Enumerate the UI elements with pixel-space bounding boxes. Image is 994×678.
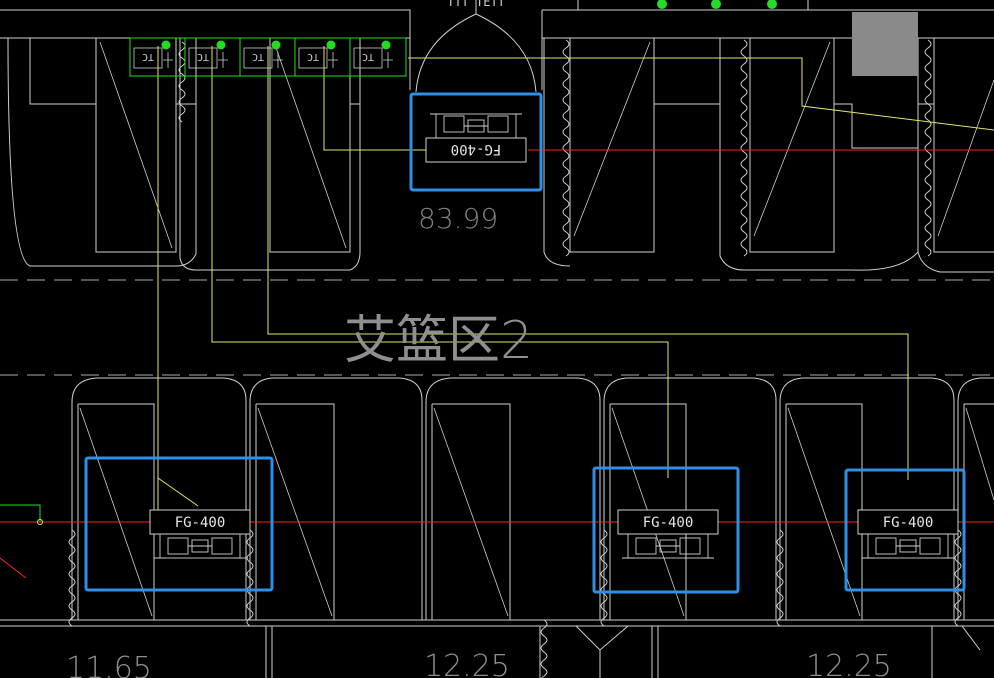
spring-symbol bbox=[740, 39, 748, 257]
unit-motor-left bbox=[443, 115, 465, 133]
panel-cell-box bbox=[133, 47, 163, 69]
panel-cell-box bbox=[188, 47, 218, 69]
unit-body bbox=[862, 533, 954, 559]
unit-model-label: FG-400 bbox=[451, 141, 502, 157]
unit-housing bbox=[627, 533, 709, 559]
unit-housing bbox=[159, 533, 241, 559]
panel-cell-label: TC bbox=[252, 51, 264, 62]
spring-symbol bbox=[178, 41, 186, 123]
panel-cell-box bbox=[243, 47, 273, 69]
panel-sensor-symbol bbox=[328, 52, 338, 68]
unit-motor-left bbox=[635, 537, 657, 555]
unit-body bbox=[622, 533, 714, 559]
unit-model-label: FG-400 bbox=[883, 515, 934, 531]
unit-motor-right bbox=[679, 537, 701, 555]
spring-symbol bbox=[562, 39, 570, 257]
green-connector bbox=[0, 504, 43, 525]
spring-symbol bbox=[68, 529, 76, 627]
fan-unit[interactable]: FG-400 bbox=[409, 92, 543, 192]
unit-highlight-box[interactable] bbox=[409, 92, 543, 192]
spring-symbol bbox=[954, 529, 962, 627]
zone-label: 艾篮区2 bbox=[344, 311, 533, 371]
panel-cell-box bbox=[353, 47, 383, 69]
panel-sensor-symbol bbox=[163, 52, 173, 68]
unit-motor-right bbox=[919, 537, 941, 555]
elevation-bottom-3: 12.25 bbox=[806, 649, 892, 678]
unit-motor-right bbox=[487, 115, 509, 133]
unit-model-label: FG-400 bbox=[643, 515, 694, 531]
unit-highlight-box[interactable] bbox=[84, 456, 274, 592]
lower-structure bbox=[0, 377, 994, 678]
lower-diagonals bbox=[79, 407, 994, 617]
panel-cell-box bbox=[298, 47, 328, 69]
spring-symbol bbox=[246, 529, 254, 627]
gray-block bbox=[852, 12, 918, 76]
unit-highlight-box[interactable] bbox=[844, 468, 966, 592]
control-wiring bbox=[157, 46, 994, 512]
top-cut-text: TTT TETT bbox=[447, 0, 505, 9]
spring-symbol bbox=[924, 39, 932, 257]
dashed-grid bbox=[0, 279, 994, 376]
unit-motor-left bbox=[875, 537, 897, 555]
panel-indicator-dot bbox=[216, 40, 226, 50]
spring-symbol bbox=[600, 529, 608, 627]
spring-symbol bbox=[776, 529, 784, 627]
elevation-top: 83.99 bbox=[418, 202, 498, 235]
panel-cell-label: TC bbox=[197, 51, 209, 62]
unit-motor-left bbox=[167, 537, 189, 555]
door-swing bbox=[409, 0, 543, 93]
panel-sensor-symbol bbox=[218, 52, 228, 68]
panel-indicator-dot bbox=[381, 40, 391, 50]
spring-symbol bbox=[540, 619, 548, 678]
unit-body bbox=[430, 113, 522, 139]
unit-motor-right bbox=[211, 537, 233, 555]
panel-sensor-symbol bbox=[383, 52, 393, 68]
spring-symbols bbox=[68, 39, 962, 678]
upper-diagonals bbox=[99, 41, 994, 249]
panel-indicator-dot bbox=[161, 40, 171, 50]
elevation-bottom-2: 12.25 bbox=[424, 649, 510, 678]
control-panel: TC TC TC TC TC bbox=[129, 37, 407, 77]
fan-unit[interactable]: FG-400 bbox=[84, 456, 274, 592]
panel-cell-label: TC bbox=[362, 51, 374, 62]
unit-housing bbox=[435, 113, 517, 139]
fan-unit[interactable]: FG-400 bbox=[844, 468, 966, 592]
panel-frame bbox=[129, 37, 407, 77]
unit-label-box bbox=[425, 137, 527, 163]
panel-sensor-symbol bbox=[273, 52, 283, 68]
unit-highlight-box[interactable] bbox=[592, 466, 740, 594]
unit-model-label: FG-400 bbox=[175, 515, 226, 531]
top-green-dots bbox=[657, 0, 777, 9]
fan-unit[interactable]: FG-400 bbox=[592, 466, 740, 594]
panel-indicator-dot bbox=[326, 40, 336, 50]
unit-housing bbox=[867, 533, 949, 559]
panel-indicator-dot bbox=[271, 40, 281, 50]
elevation-bottom-1: 11.65 bbox=[66, 651, 152, 678]
unit-body bbox=[154, 533, 246, 559]
panel-cell-label: TC bbox=[142, 51, 154, 62]
panel-cell-label: TC bbox=[307, 51, 319, 62]
upper-structure bbox=[0, 0, 994, 273]
